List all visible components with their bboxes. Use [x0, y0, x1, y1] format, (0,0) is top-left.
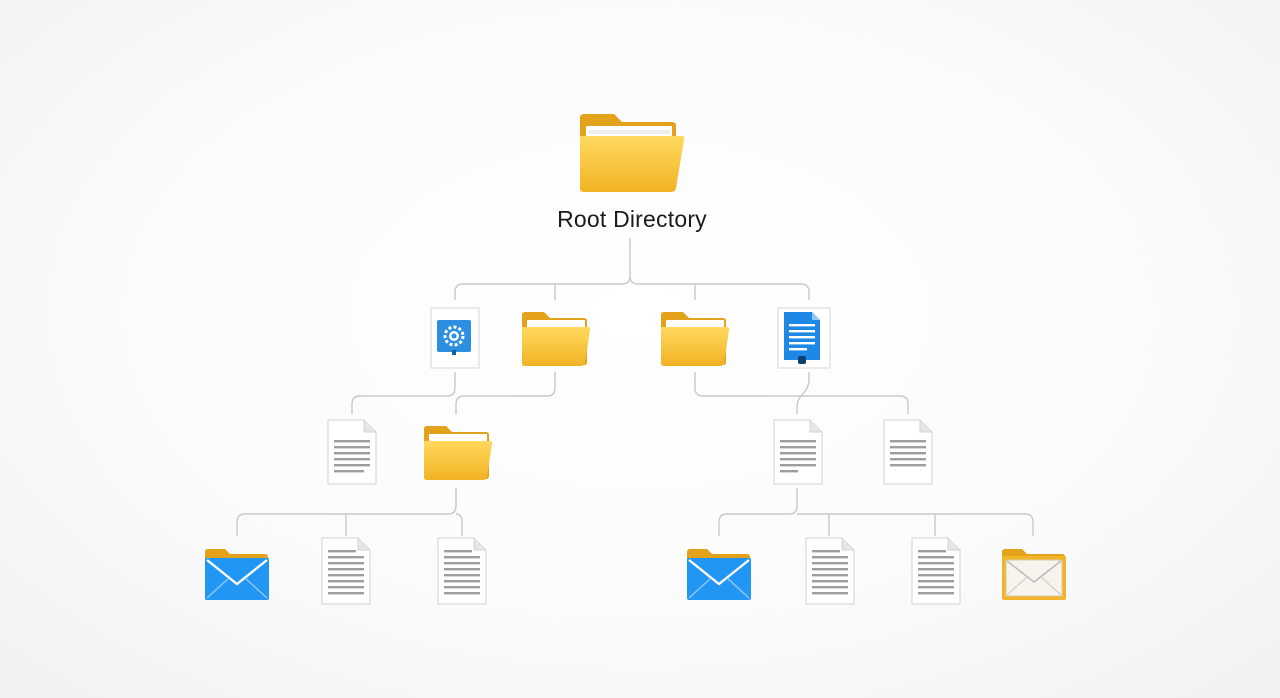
text-document-icon[interactable]: [776, 306, 832, 370]
text-file-icon-l3-a[interactable]: [320, 536, 372, 606]
text-file-icon-l2-a[interactable]: [326, 418, 378, 486]
mail-folder-icon-b[interactable]: [685, 546, 753, 602]
folder-icon-l2[interactable]: [422, 424, 494, 482]
connector-right-l3: [718, 488, 798, 536]
connector-left-l3-right: [455, 513, 463, 536]
text-file-icon-l3-d[interactable]: [910, 536, 962, 606]
root-folder-icon[interactable]: [576, 112, 686, 196]
folder-icon-b[interactable]: [659, 310, 731, 368]
text-file-icon-l3-b[interactable]: [436, 536, 488, 606]
connector-left-l2: [351, 372, 456, 414]
connector-root: [454, 238, 631, 300]
connector-root-right: [629, 275, 810, 300]
connector-left-l2-b: [455, 372, 556, 414]
envelope-icon[interactable]: [1000, 546, 1068, 602]
mail-folder-icon-a[interactable]: [203, 546, 271, 602]
connector-right-l2: [694, 372, 909, 414]
folder-icon-a[interactable]: [520, 310, 592, 368]
root-directory-label: Root Directory: [557, 206, 707, 232]
settings-file-icon[interactable]: [427, 306, 483, 370]
text-file-icon-l2-c[interactable]: [882, 418, 934, 486]
text-file-icon-l3-c[interactable]: [804, 536, 856, 606]
text-file-icon-l2-b[interactable]: [772, 418, 824, 486]
connector-right-l2-b: [796, 372, 810, 414]
connector-right-l3-r: [797, 513, 1034, 536]
